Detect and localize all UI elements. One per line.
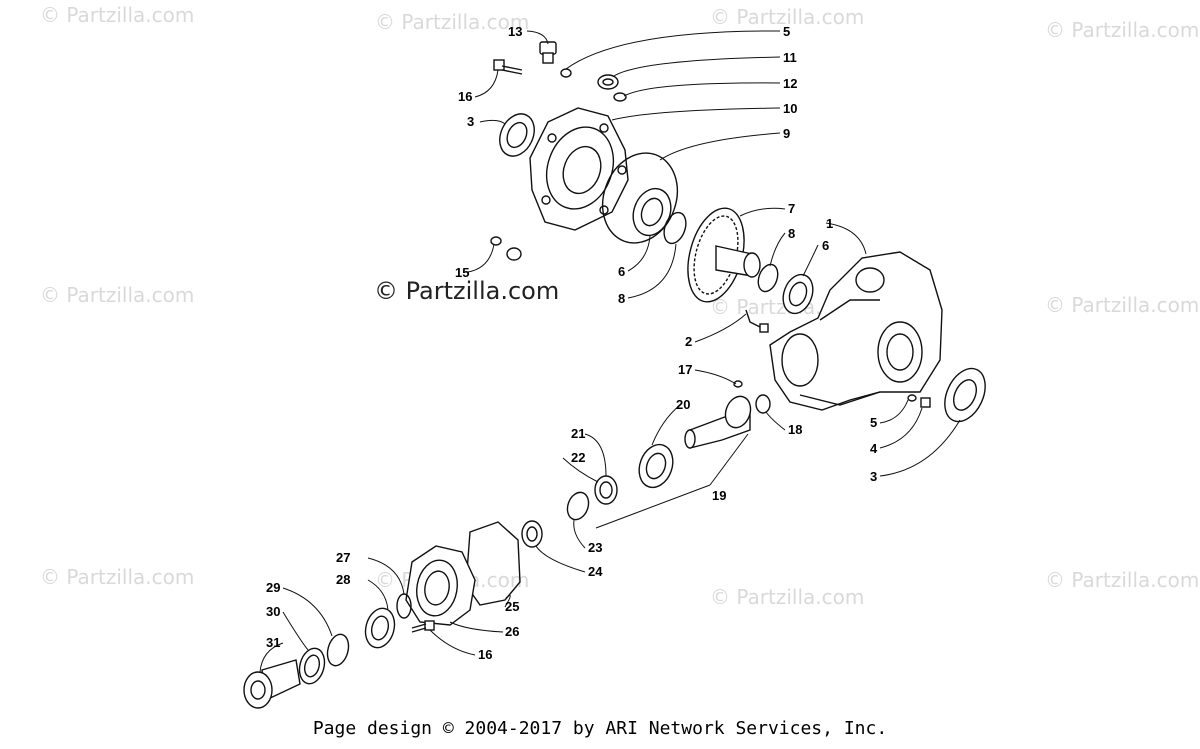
callout-17: 17 [678, 362, 692, 377]
callout-3: 3 [870, 469, 877, 484]
part-17-pin [733, 380, 743, 388]
callout-6: 6 [822, 238, 829, 253]
watermark: © Partzilla.com [1045, 568, 1200, 592]
part-16-bolt [411, 620, 435, 633]
part-3-seal [499, 113, 535, 157]
part-5-washer [560, 68, 572, 78]
callout-20: 20 [676, 397, 690, 412]
watermark: © Partzilla.com [40, 3, 195, 27]
callouts: 13 5 11 12 10 16 3 9 7 1 8 6 15 6 8 2 17… [266, 24, 878, 662]
callout-16: 16 [458, 89, 472, 104]
part-drawings [243, 41, 986, 709]
part-3-seal [944, 367, 986, 423]
watermark: © Partzilla.com [710, 585, 865, 609]
part-27-snap-ring [396, 593, 412, 619]
callout-26: 26 [505, 624, 519, 639]
callout-12: 12 [783, 76, 797, 91]
part-5-washer [907, 394, 917, 402]
part-30-seal [298, 647, 326, 685]
part-15-plug [490, 236, 522, 261]
watermark: © Partzilla.com [40, 283, 195, 307]
callout-22: 22 [571, 450, 585, 465]
watermark: © Partzilla.com [710, 5, 865, 29]
callout-5: 5 [870, 415, 877, 430]
part-20-pinion [684, 395, 752, 449]
part-23-snap-ring [566, 491, 590, 521]
callout-6: 6 [618, 264, 625, 279]
watermark: © Partzilla.com [40, 565, 195, 589]
part-21-bearing [638, 443, 674, 489]
callout-9: 9 [783, 126, 790, 141]
callout-15: 15 [455, 265, 469, 280]
callout-4: 4 [870, 441, 878, 456]
part-10-cover [529, 107, 629, 231]
callout-2: 2 [685, 334, 692, 349]
part-2-fitting [745, 309, 769, 333]
callout-7: 7 [788, 201, 795, 216]
part-6-bearing [632, 187, 672, 237]
part-16-bolt [493, 59, 523, 75]
part-8-shim [663, 211, 687, 245]
part-22-race [594, 475, 618, 505]
part-13-bolt [539, 41, 557, 64]
callout-19: 19 [712, 488, 726, 503]
callout-31: 31 [266, 635, 280, 650]
callout-29: 29 [266, 580, 280, 595]
callout-28: 28 [336, 572, 350, 587]
part-8-shim [757, 263, 779, 293]
callout-25: 25 [505, 599, 519, 614]
part-24-bushing [521, 520, 543, 548]
callout-27: 27 [336, 550, 350, 565]
part-6-bearing [782, 273, 814, 315]
callout-8: 8 [618, 291, 625, 306]
callout-21: 21 [571, 426, 585, 441]
callout-5: 5 [783, 24, 790, 39]
callout-24: 24 [588, 564, 603, 579]
part-9-oring [601, 152, 679, 244]
callout-10: 10 [783, 101, 797, 116]
part-29-snap-ring [326, 633, 350, 667]
callout-13: 13 [508, 24, 522, 39]
main-watermark: © Partzilla.com [374, 277, 560, 305]
callout-1: 1 [826, 216, 833, 231]
part-26-housing [405, 545, 476, 626]
callout-18: 18 [788, 422, 802, 437]
callout-23: 23 [588, 540, 602, 555]
watermark: © Partzilla.com [1045, 18, 1200, 42]
leader-lines [259, 30, 961, 673]
part-25-gasket [465, 521, 521, 606]
callout-16: 16 [478, 647, 492, 662]
part-18-bearing [755, 394, 771, 414]
callout-30: 30 [266, 604, 280, 619]
footer-copyright: Page design © 2004-2017 by ARI Network S… [312, 718, 888, 739]
part-4-bolt [920, 397, 931, 408]
part-7-ring-gear [687, 207, 761, 303]
callout-3: 3 [467, 114, 474, 129]
part-1-housing [769, 251, 943, 411]
part-12-oring [613, 92, 627, 102]
callout-11: 11 [783, 50, 797, 65]
callout-8: 8 [788, 226, 795, 241]
watermark: © Partzilla.com [1045, 293, 1200, 317]
part-31-coupler [243, 659, 301, 709]
watermark: © Partzilla.com [375, 10, 530, 34]
part-28-bearing [364, 607, 396, 649]
part-11-plug [597, 74, 619, 90]
